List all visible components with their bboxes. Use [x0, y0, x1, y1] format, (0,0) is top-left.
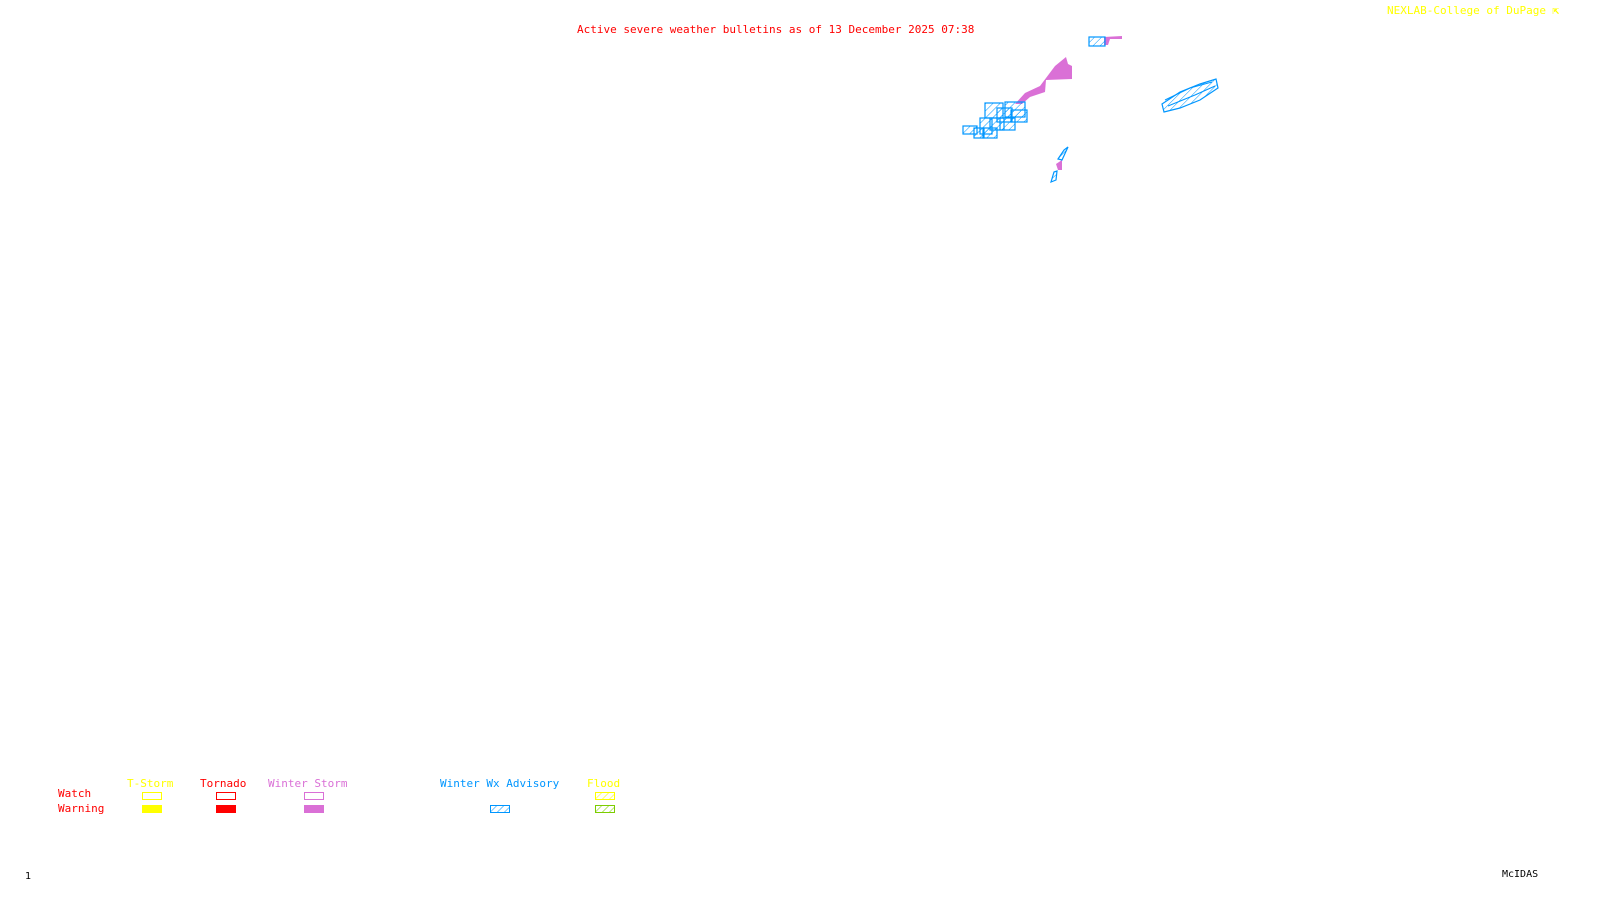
winter-storm-watch-swatch	[304, 792, 324, 800]
flood-watch-swatch	[595, 792, 615, 800]
legend-row-warning: Warning	[58, 802, 105, 815]
winter-wx-advisory-area	[962, 36, 1219, 184]
winter-wx-advisory-swatch	[490, 805, 510, 813]
legend-tstorm-label: T-Storm	[127, 777, 174, 790]
tornado-watch-swatch	[216, 792, 236, 800]
legend-winter-storm-label: Winter Storm	[268, 777, 348, 790]
legend-row-watch: Watch	[58, 787, 92, 800]
frame-number: 1	[25, 871, 32, 882]
software-label: McIDAS	[1502, 869, 1539, 880]
tornado-warning-swatch	[216, 805, 236, 813]
tstorm-watch-swatch	[142, 792, 162, 800]
flood-warning-swatch	[595, 805, 615, 813]
winter-wx-advisory-outlines	[1164, 81, 1216, 107]
resize-arrow-icon[interactable]: ⇱	[1552, 4, 1560, 17]
legend-tornado-label: Tornado	[200, 777, 247, 790]
legend-flood-label: Flood	[587, 777, 621, 790]
winter-storm-warning-swatch	[304, 805, 324, 813]
credit-label: NEXLAB-College of DuPage ⇱	[1387, 5, 1559, 17]
legend-winter-wx-advisory-label: Winter Wx Advisory	[440, 777, 560, 790]
winter-storm-warning-area	[1015, 36, 1122, 170]
map-title: Active severe weather bulletins as of 13…	[577, 23, 975, 36]
credit-text: NEXLAB-College of DuPage	[1387, 4, 1546, 17]
tstorm-warning-swatch	[142, 805, 162, 813]
